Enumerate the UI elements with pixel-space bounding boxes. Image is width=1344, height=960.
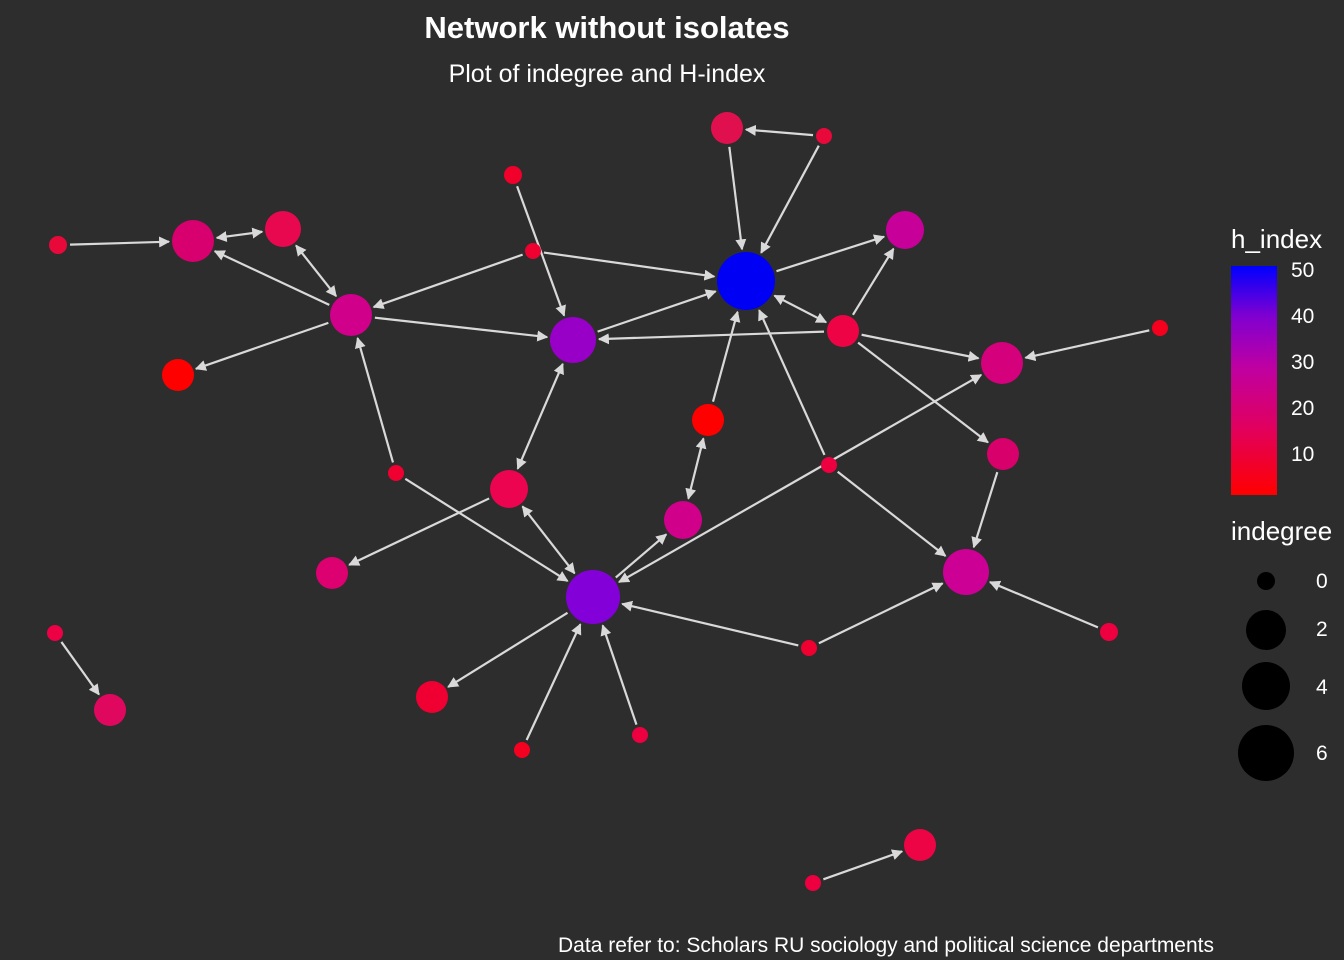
network-edge: [621, 600, 799, 647]
network-node: [490, 470, 528, 508]
network-edge: [295, 244, 337, 298]
network-edge: [597, 330, 825, 345]
network-node: [514, 742, 530, 758]
network-node: [1152, 320, 1168, 336]
network-node: [316, 557, 348, 589]
network-node: [550, 317, 596, 363]
network-node: [664, 501, 702, 539]
network-node: [816, 128, 832, 144]
network-edge: [215, 227, 264, 242]
size-tick: 4: [1316, 676, 1328, 699]
network-edge: [516, 362, 564, 470]
network-edge: [615, 533, 668, 579]
network-node: [801, 640, 817, 656]
network-edge: [521, 505, 576, 575]
network-edge: [744, 124, 814, 137]
network-edge: [600, 624, 638, 725]
network-node: [943, 549, 989, 595]
network-node: [987, 438, 1019, 470]
network-graph: [47, 112, 1168, 891]
network-edge: [711, 310, 741, 402]
network-edge: [69, 236, 171, 248]
network-node: [805, 875, 821, 891]
size-tick: 6: [1316, 742, 1328, 765]
network-edge: [1024, 329, 1150, 362]
chart-subtitle: Plot of indegree and H-index: [448, 60, 766, 88]
network-edge: [447, 611, 569, 688]
network-edge: [773, 294, 828, 324]
network-node: [904, 829, 936, 861]
network-node: [711, 112, 743, 144]
color-tick: 30: [1291, 351, 1315, 374]
network-edge: [404, 477, 569, 582]
network-node: [416, 681, 448, 713]
network-edge: [372, 253, 523, 309]
network-edge: [857, 341, 989, 444]
network-node: [632, 727, 648, 743]
color-legend-title: h_index: [1231, 224, 1323, 254]
network-edge: [836, 470, 947, 557]
network-node: [981, 342, 1023, 384]
network-edge: [818, 582, 944, 645]
network-node: [1100, 623, 1118, 641]
network-node: [47, 625, 63, 641]
network-edge: [354, 337, 395, 463]
network-edge: [861, 333, 980, 362]
network-node: [821, 457, 837, 473]
network-node: [162, 359, 194, 391]
size-legend-dot: [1242, 662, 1290, 710]
size-legend-title: indegree: [1231, 516, 1333, 546]
color-tick: 40: [1291, 305, 1315, 328]
network-edge: [728, 146, 747, 251]
network-node: [330, 294, 372, 336]
network-edge: [685, 437, 707, 500]
color-tick: 50: [1291, 259, 1315, 282]
network-node: [265, 211, 301, 247]
nodes-layer: [47, 112, 1168, 891]
edges-layer: [60, 124, 1150, 881]
network-node: [717, 252, 775, 310]
color-legend-bar: [1231, 266, 1277, 495]
network-edge: [776, 234, 886, 273]
color-tick: 10: [1291, 443, 1315, 466]
size-legend-dot: [1257, 572, 1275, 590]
size-tick: 2: [1316, 618, 1328, 641]
network-edge: [525, 623, 582, 741]
network-edge: [194, 321, 329, 371]
network-edge: [597, 289, 717, 333]
network-node: [886, 211, 924, 249]
color-tick: 20: [1291, 397, 1315, 420]
network-node: [504, 166, 522, 184]
network-edge: [618, 373, 983, 584]
network-node: [566, 570, 620, 624]
network-edge: [852, 247, 895, 316]
size-legend-dot: [1238, 725, 1294, 781]
network-node: [94, 694, 126, 726]
network-edge: [543, 251, 716, 281]
network-edge: [822, 849, 904, 881]
chart-caption: Data refer to: Scholars RU sociology and…: [558, 934, 1214, 957]
network-node: [692, 404, 724, 436]
network-edge: [374, 316, 549, 342]
network-edge: [760, 145, 820, 254]
network-edge: [971, 471, 999, 549]
chart-title: Network without isolates: [424, 10, 790, 45]
network-edge: [988, 580, 1099, 629]
network-node: [172, 220, 214, 262]
network-edge: [60, 641, 100, 696]
network-node: [827, 315, 859, 347]
network-node: [388, 465, 404, 481]
network-edge: [348, 497, 490, 566]
size-legend-dot: [1246, 610, 1286, 650]
network-edge: [213, 250, 330, 306]
network-node: [525, 243, 541, 259]
size-tick: 0: [1316, 570, 1328, 593]
network-node: [49, 236, 67, 254]
